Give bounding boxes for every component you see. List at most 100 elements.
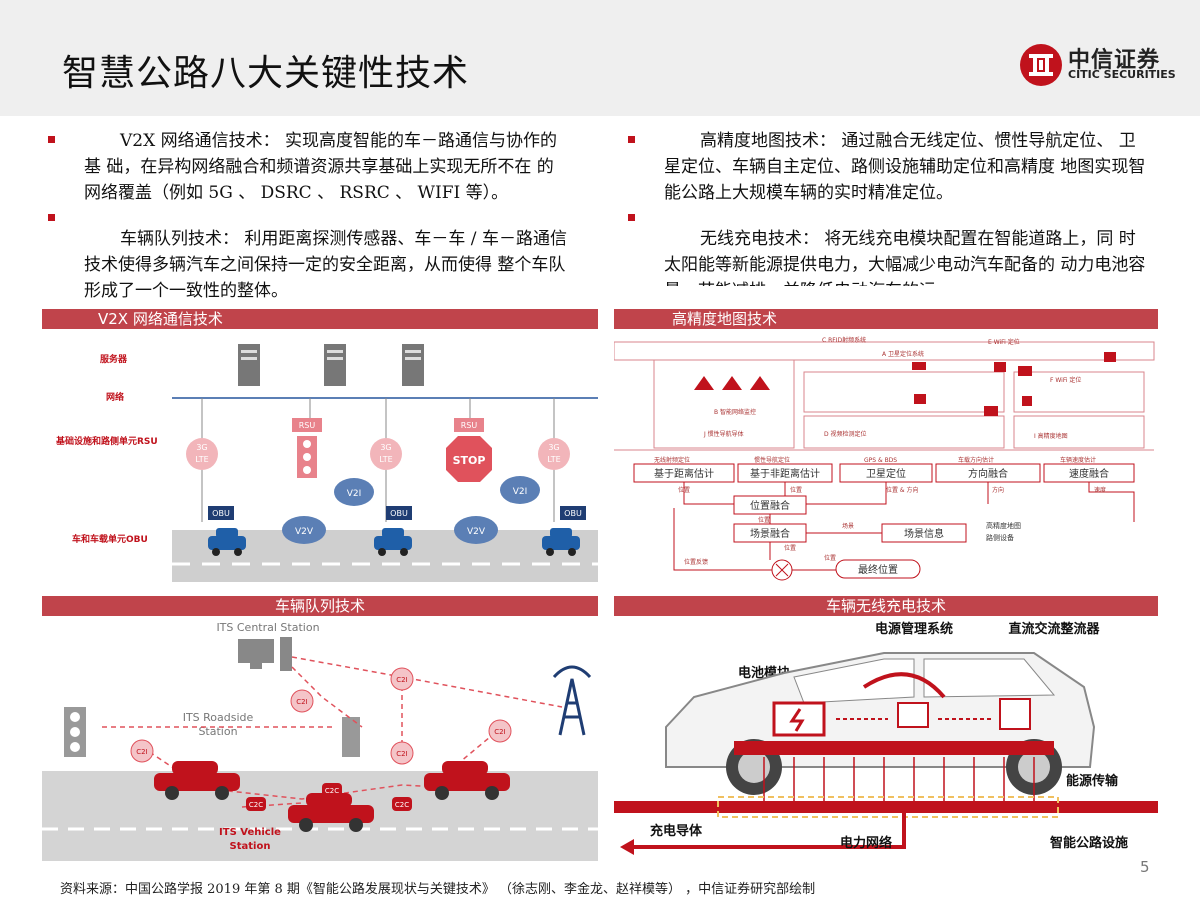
bullet-heading: V2X 网络通信技术： — [120, 131, 280, 151]
v2v-label: V2V — [295, 527, 314, 537]
source-footnote: 资料来源：中国公路学报 2019 年第 8 期《智能公路发展现状与关键技术》 （… — [60, 882, 816, 897]
header-band: 智慧公路八大关键性技术 中信证券 CITIC SECURITIES — [0, 0, 1200, 116]
svg-text:方向: 方向 — [992, 486, 1004, 494]
svg-text:位置: 位置 — [758, 516, 770, 524]
hdmap-panel-bar: 高精度地图技术 — [614, 309, 1158, 329]
server-icon — [238, 344, 260, 386]
v2i-label: V2I — [347, 489, 362, 499]
citic-logo: 中信证券 CITIC SECURITIES — [1018, 40, 1178, 90]
rectifier-icon — [999, 698, 1031, 730]
row-label: 服务器 — [100, 353, 128, 365]
svg-text:位置反馈: 位置反馈 — [684, 558, 708, 566]
conductor-label: 充电导体 — [650, 823, 703, 839]
c2c-label: C2C — [325, 787, 339, 795]
row-label: 基础设施和路侧单元RSU — [55, 435, 158, 447]
car-icon — [154, 761, 240, 800]
right-text-column: 高精度地图技术： 通过融合无线定位、惯性导航定位、 卫星定位、车辆自主定位、路侧… — [628, 128, 1148, 286]
page-number: 5 — [1140, 858, 1150, 876]
car-icon — [424, 761, 510, 800]
bullet-v2x: V2X 网络通信技术： 实现高度智能的车－路通信与协作的基 础，在异构网络融合和… — [48, 128, 568, 206]
c2i-label: C2I — [296, 698, 307, 706]
flow-box: 场景信息 — [904, 527, 944, 540]
flow-box: 方向融合 — [968, 467, 1008, 480]
obu-label: OBU — [212, 509, 230, 518]
rsu-label: RSU — [299, 421, 316, 430]
svg-text:惯性导航定位: 惯性导航定位 — [754, 456, 790, 464]
svg-text:C2C: C2C — [395, 801, 409, 809]
flow-box: 最终位置 — [858, 563, 898, 576]
flow-box: 卫星定位 — [866, 467, 906, 480]
bullet-square-icon — [48, 136, 55, 143]
svg-text:路侧设备: 路侧设备 — [986, 533, 1014, 542]
svg-text:E WiFi 定位: E WiFi 定位 — [988, 338, 1020, 346]
car-icon — [374, 528, 412, 556]
battery-icon — [772, 701, 826, 737]
bullet-body: 利用距离探测传感器、车－车 / 车－路通信 技术使得多辆汽车之间保持一定的安全距… — [84, 229, 567, 301]
server-icon — [402, 344, 424, 386]
bullet-heading: 车辆队列技术： — [120, 229, 239, 249]
bullet-body: 通过融合无线定位、惯性导航定位、 卫星定位、车辆自主定位、路侧设施辅助定位和高精… — [664, 131, 1146, 203]
charging-diagram: 电源管理系统 直流交流整流器 电池模块 能源传输 充电导体 电力网络 — [614, 617, 1158, 861]
bullet-spacer — [628, 206, 1148, 221]
cell-tower-icon — [552, 665, 592, 736]
platoon-panel-bar: 车辆队列技术 — [42, 596, 598, 616]
svg-text:3G: 3G — [548, 443, 559, 452]
bullet-hdmap: 高精度地图技术： 通过融合无线定位、惯性导航定位、 卫星定位、车辆自主定位、路侧… — [628, 128, 1148, 206]
bullet-body: 实现高度智能的车－路通信与协作的基 础，在异构网络融合和频谱资源共享基础上实现无… — [84, 131, 558, 203]
flow-box: 基于非距离估计 — [750, 467, 820, 480]
bullet-body: 将无线充电模块配置在智能道路上，同 时太阳能等新能源提供电力，大幅减少电动汽车配… — [664, 229, 1146, 286]
grid-label: 电力网络 — [840, 835, 892, 851]
svg-text:3G: 3G — [380, 443, 391, 452]
citic-emblem-icon — [1020, 44, 1062, 86]
server-icon — [324, 344, 346, 386]
power-management-label: 电源管理系统 — [875, 621, 953, 637]
road-conductor-bar — [614, 801, 1158, 813]
svg-text:无线射频定位: 无线射频定位 — [654, 456, 690, 464]
facility-label: 智能公路设施 — [1050, 835, 1128, 851]
svg-text:GPS & BDS: GPS & BDS — [864, 457, 897, 464]
svg-text:场景: 场景 — [842, 522, 854, 530]
svg-text:V2V: V2V — [467, 527, 486, 537]
hdmap-diagram: C RFID射频系统 A 卫星定位系统 E WiFi 定位 F WiFi 定位 … — [614, 332, 1158, 582]
central-station-label: ITS Central Station — [216, 621, 319, 634]
svg-text:C2I: C2I — [396, 750, 407, 758]
car-icon — [542, 528, 580, 556]
flow-box: 场景融合 — [750, 527, 790, 540]
bullet-heading: 无线充电技术： — [700, 229, 819, 249]
svg-text:车辆速度估计: 车辆速度估计 — [1060, 456, 1096, 464]
v2x-diagram: 3G LTE 3G LTE 3G LTE RSU RSU STOP V2I V2… — [42, 332, 598, 582]
svg-text:LTE: LTE — [379, 455, 392, 464]
svg-text:C RFID射频系统: C RFID射频系统 — [822, 336, 866, 344]
svg-text:J 惯性导航导体: J 惯性导航导体 — [703, 430, 744, 438]
energy-transfer-label: 能源传输 — [1066, 773, 1119, 789]
svg-text:位置: 位置 — [678, 486, 690, 494]
left-text-column: V2X 网络通信技术： 实现高度智能的车－路通信与协作的基 础，在异构网络融合和… — [48, 128, 568, 304]
car-icon — [288, 793, 374, 832]
lte-label: LTE — [195, 455, 208, 464]
stop-label: STOP — [453, 454, 486, 467]
power-module-icon — [897, 702, 929, 728]
charging-panel-bar: 车辆无线充电技术 — [614, 596, 1158, 616]
flow-box: 基于距离估计 — [654, 467, 714, 480]
row-label: 网络 — [106, 391, 124, 403]
svg-text:高精度地图: 高精度地图 — [986, 521, 1021, 530]
traffic-light-icon — [297, 436, 317, 478]
svg-text:C2I: C2I — [136, 748, 147, 756]
bullet-square-icon — [628, 214, 635, 221]
computer-icon — [238, 637, 292, 671]
page-title: 智慧公路八大关键性技术 — [62, 53, 470, 94]
svg-text:F WiFi 定位: F WiFi 定位 — [1050, 376, 1081, 384]
svg-text:I 高精度地图: I 高精度地图 — [1034, 432, 1068, 440]
arrow-left-icon — [620, 839, 634, 855]
bullet-heading: 高精度地图技术： — [700, 131, 836, 151]
svg-text:车载方向估计: 车载方向估计 — [958, 456, 994, 464]
svg-text:位置: 位置 — [784, 544, 796, 552]
svg-text:C2I: C2I — [396, 676, 407, 684]
svg-text:速度: 速度 — [1094, 486, 1106, 494]
v2x-panel-bar: V2X 网络通信技术 — [42, 309, 598, 329]
svg-text:OBU: OBU — [390, 509, 408, 518]
svg-text:位置: 位置 — [790, 486, 802, 494]
svg-text:位置: 位置 — [824, 554, 836, 562]
logo-name: 中信证券 — [1068, 48, 1161, 73]
